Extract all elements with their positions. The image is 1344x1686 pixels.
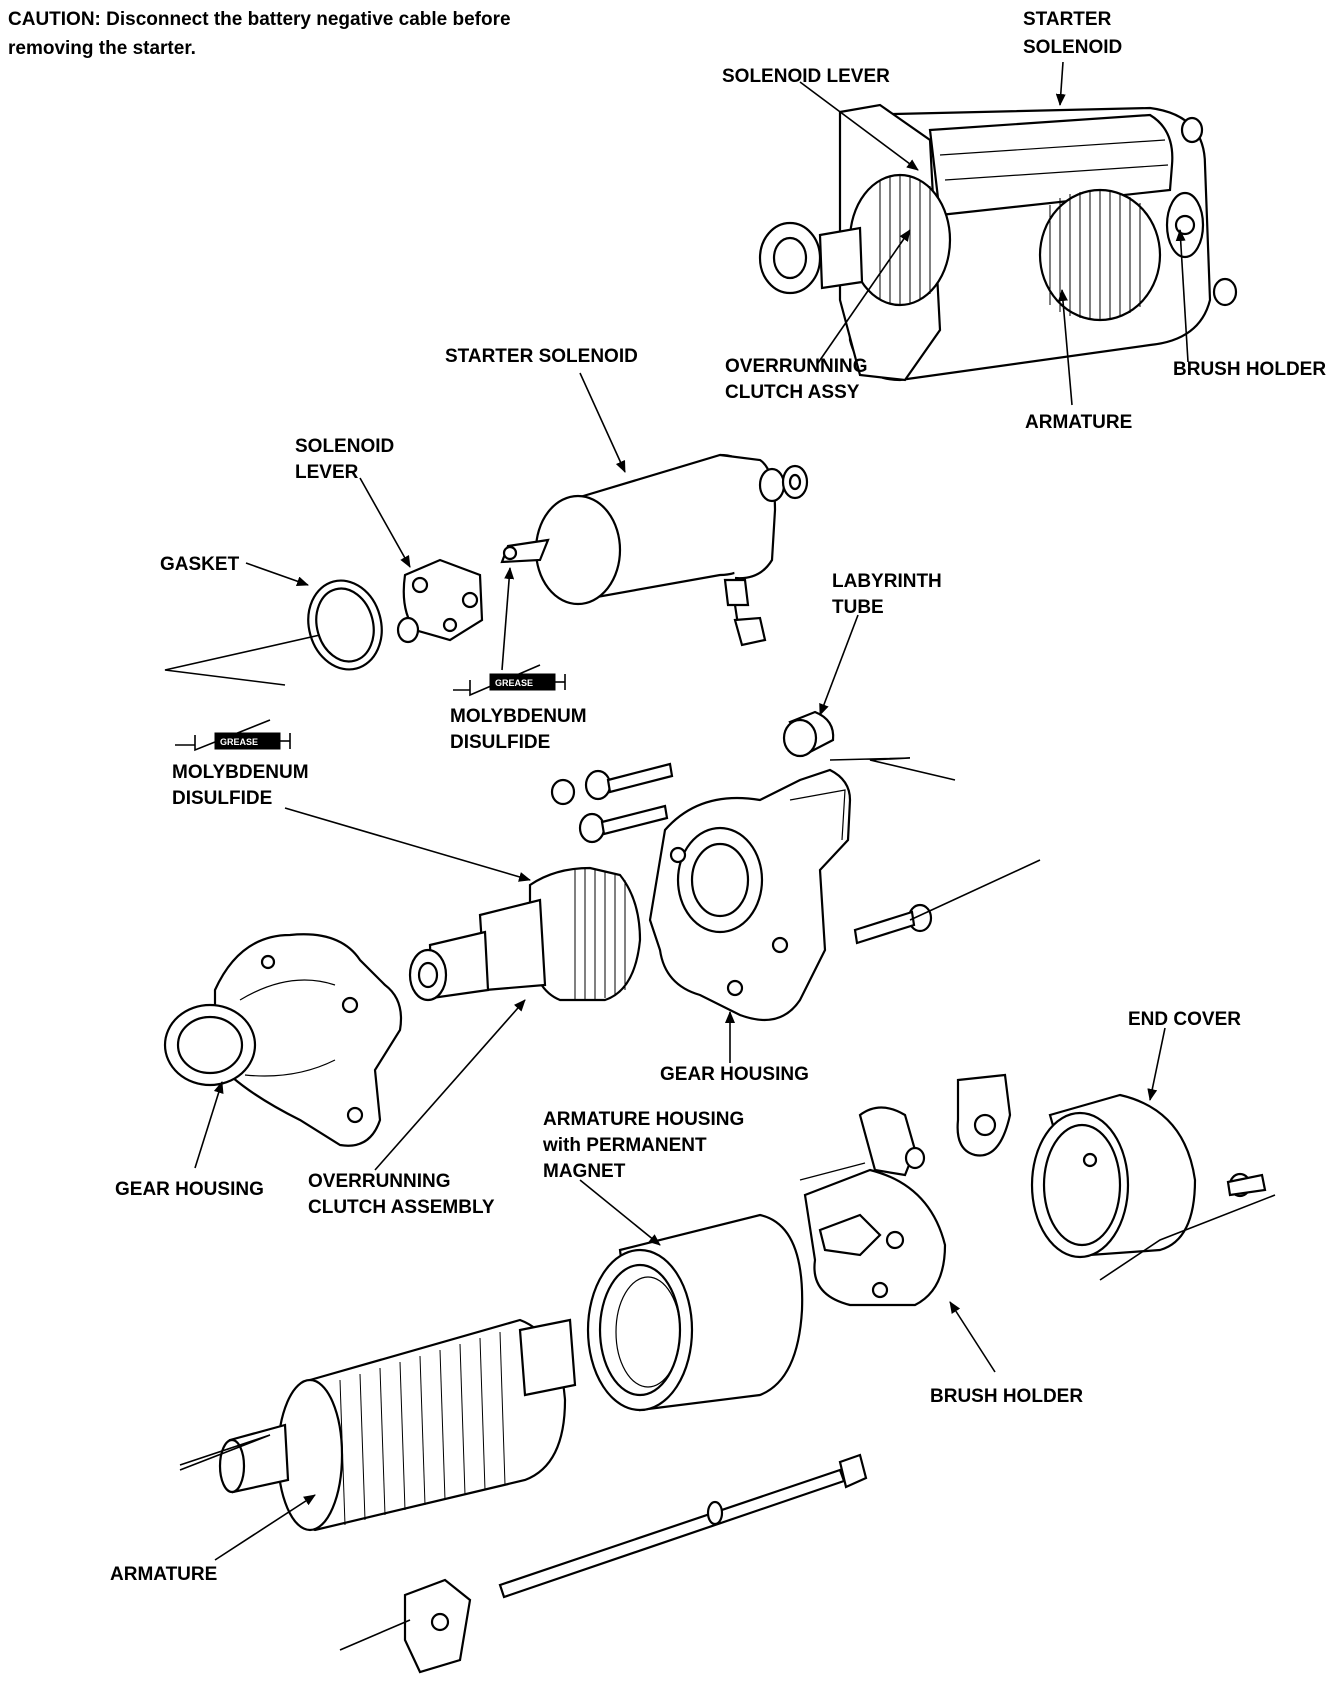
label-moly-b-1: MOLYBDENUM (172, 762, 309, 783)
leader-lines (194, 61, 1189, 1561)
grease-tube-a: GREASE (453, 664, 566, 697)
label-armature-top: ARMATURE (1025, 412, 1132, 433)
end-cover-part (1030, 1093, 1267, 1259)
label-gear-housing-left: GEAR HOUSING (115, 1179, 264, 1200)
caution-line-2: removing the starter. (8, 38, 196, 59)
gear-housing-mid-part (648, 768, 852, 1022)
assembled-starter-drawing (758, 103, 1238, 382)
labyrinth-tube-part (782, 710, 835, 758)
gasket-part (307, 579, 383, 671)
label-gear-housing-mid: GEAR HOUSING (660, 1064, 809, 1085)
gear-housing-left-part (163, 933, 403, 1147)
label-brush-holder-top: BRUSH HOLDER (1173, 359, 1326, 380)
label-armature-housing-1: ARMATURE HOUSING (543, 1109, 744, 1130)
label-gasket: GASKET (160, 554, 240, 575)
armature-bottom-part (218, 1318, 577, 1532)
brush-holder-bottom-part (799, 1073, 1012, 1307)
armature-housing-part (586, 1213, 804, 1412)
label-solenoid-lever-mid-2: LEVER (295, 462, 359, 483)
label-solenoid-lever-top: SOLENOID LEVER (722, 66, 890, 87)
label-overrunning-clutch-assy-1: OVERRUNNING (725, 356, 868, 377)
label-moly-a-1: MOLYBDENUM (450, 706, 587, 727)
label-armature-bottom: ARMATURE (110, 1564, 217, 1585)
overrunning-clutch-part (408, 866, 642, 1002)
label-starter-solenoid-mid: STARTER SOLENOID (445, 346, 638, 367)
alignment-arrows (164, 634, 1276, 1651)
label-end-cover: END COVER (1128, 1009, 1241, 1030)
label-brush-holder-bottom: BRUSH HOLDER (930, 1386, 1083, 1407)
label-armature-housing-3: MAGNET (543, 1161, 626, 1182)
bolts-upper (550, 762, 933, 945)
label-moly-a-2: DISULFIDE (450, 732, 550, 753)
label-solenoid-lever-mid-1: SOLENOID (295, 436, 394, 457)
solenoid-lever-part (396, 558, 484, 644)
starter-solenoid-part (500, 453, 809, 647)
grease-b-text: GREASE (220, 737, 258, 747)
label-starter-solenoid-top-1: STARTER (1023, 9, 1112, 30)
through-bolt-part (403, 1453, 868, 1674)
part-labels: STARTER SOLENOID SOLENOID LEVER OVERRUNN… (110, 9, 1326, 1585)
label-labyrinth-tube-2: TUBE (832, 597, 884, 618)
label-overrunning-clutch-assy-2: CLUTCH ASSY (725, 382, 860, 403)
grease-a-text: GREASE (495, 678, 533, 688)
label-starter-solenoid-top-2: SOLENOID (1023, 37, 1122, 58)
label-moly-b-2: DISULFIDE (172, 788, 272, 809)
label-overrunning-clutch-assembly-2: CLUTCH ASSEMBLY (308, 1197, 495, 1218)
grease-tube-b: GREASE (175, 719, 291, 752)
label-labyrinth-tube-1: LABYRINTH (832, 571, 942, 592)
caution-line-1: CAUTION: Disconnect the battery negative… (8, 9, 511, 30)
label-armature-housing-2: with PERMANENT (542, 1135, 707, 1156)
label-overrunning-clutch-assembly-1: OVERRUNNING (308, 1171, 451, 1192)
